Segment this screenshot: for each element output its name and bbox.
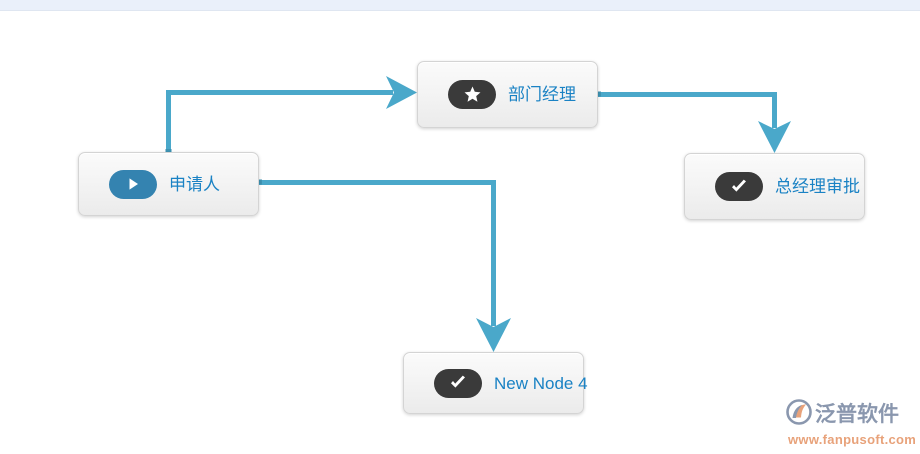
watermark-url: www.fanpusoft.com (788, 431, 917, 447)
node-applicant-label: 申请人 (169, 174, 220, 194)
node-applicant[interactable]: 申请人 (78, 152, 259, 216)
top-band (0, 0, 920, 11)
edge-dept-manager-to-gm-approval[interactable] (595, 91, 791, 154)
watermark-brand: 泛普软件 (815, 402, 899, 426)
node-new-node-4[interactable]: New Node 4 (403, 352, 588, 414)
star-icon (448, 80, 496, 109)
check-icon (715, 172, 763, 201)
play-icon (109, 169, 157, 199)
node-new-node-4-label: New Node 4 (494, 373, 588, 393)
fanpu-logo-icon (786, 398, 812, 430)
edge-applicant-to-new-node-4[interactable] (256, 179, 511, 353)
node-gm-approval[interactable]: 总经理审批 (684, 153, 865, 220)
node-dept-manager[interactable]: 部门经理 (417, 61, 598, 128)
edge-applicant-to-dept-manager[interactable] (165, 76, 418, 154)
check-icon (434, 368, 482, 398)
watermark: 泛普软件 www.fanpusoft.com (786, 396, 918, 448)
node-dept-manager-label: 部门经理 (508, 85, 576, 104)
node-gm-approval-label: 总经理审批 (775, 177, 860, 196)
